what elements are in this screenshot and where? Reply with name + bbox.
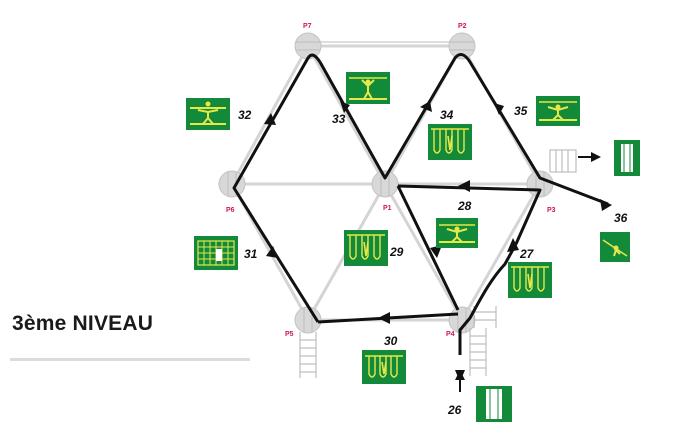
hanging-loops-icon (428, 124, 472, 160)
number-31: 31 (244, 247, 258, 261)
ladder-p5 (299, 332, 317, 378)
route-33-34-35 (318, 53, 609, 206)
obstacle-signs (186, 72, 640, 422)
tightrope-icon (346, 72, 390, 104)
number-26: 26 (447, 403, 462, 417)
number-35: 35 (514, 104, 528, 118)
beam-walk-icon (186, 98, 230, 130)
exit-net-p3 (549, 149, 577, 173)
level-title: 3ème NIVEAU (12, 312, 154, 335)
route-27-28 (397, 184, 542, 245)
platforms (218, 32, 554, 334)
arrow-27 (507, 238, 519, 252)
arrow-28 (458, 180, 470, 192)
route-31-32 (232, 53, 322, 323)
arrow-30 (378, 312, 390, 324)
number-28: 28 (457, 199, 472, 213)
label-p5: P5 (285, 331, 294, 338)
number-34: 34 (440, 108, 454, 122)
zipline-icon (600, 232, 630, 262)
bridge-exit-icon (476, 386, 512, 422)
point-labels: P7 P2 P6 P1 P3 P5 P4 (226, 23, 556, 338)
platform-p5 (294, 306, 322, 334)
arrow-exit-p3 (591, 152, 601, 162)
arrow-36 (600, 199, 612, 211)
platform-p1 (371, 170, 399, 198)
ladder-exit-icon (614, 140, 640, 176)
number-30: 30 (384, 334, 398, 348)
label-p7: P7 (303, 23, 312, 30)
number-36: 36 (614, 211, 628, 225)
hanging-loops-icon (508, 262, 552, 298)
number-32: 32 (238, 108, 252, 122)
number-29: 29 (389, 245, 404, 259)
number-27: 27 (519, 247, 535, 261)
arrow-29 (430, 245, 442, 258)
ladders (299, 149, 577, 378)
title-divider (10, 358, 250, 361)
label-p6: P6 (226, 207, 235, 214)
route-29 (396, 185, 460, 311)
number-33: 33 (332, 112, 346, 126)
label-p4: P4 (446, 331, 455, 338)
beam-walk-icon (536, 96, 580, 126)
platform-p7 (294, 32, 322, 60)
route-26 (458, 243, 518, 355)
arrow-entry-26 (455, 370, 465, 380)
ladder-p4 (469, 306, 497, 376)
beam-walk-icon (436, 218, 478, 248)
arrow-31 (266, 246, 278, 258)
label-p3: P3 (547, 207, 556, 214)
segment-numbers: 26 27 28 29 30 31 32 33 34 35 36 (238, 104, 628, 417)
arrow-34 (420, 101, 432, 112)
hanging-loops-icon (344, 230, 388, 266)
arrow-32 (264, 113, 276, 125)
platform-p2 (448, 32, 476, 60)
arrow-35 (494, 103, 504, 115)
net-grid-icon (194, 236, 238, 270)
label-p2: P2 (458, 23, 467, 30)
hanging-loops-icon (362, 350, 406, 384)
label-p1: P1 (383, 205, 392, 212)
